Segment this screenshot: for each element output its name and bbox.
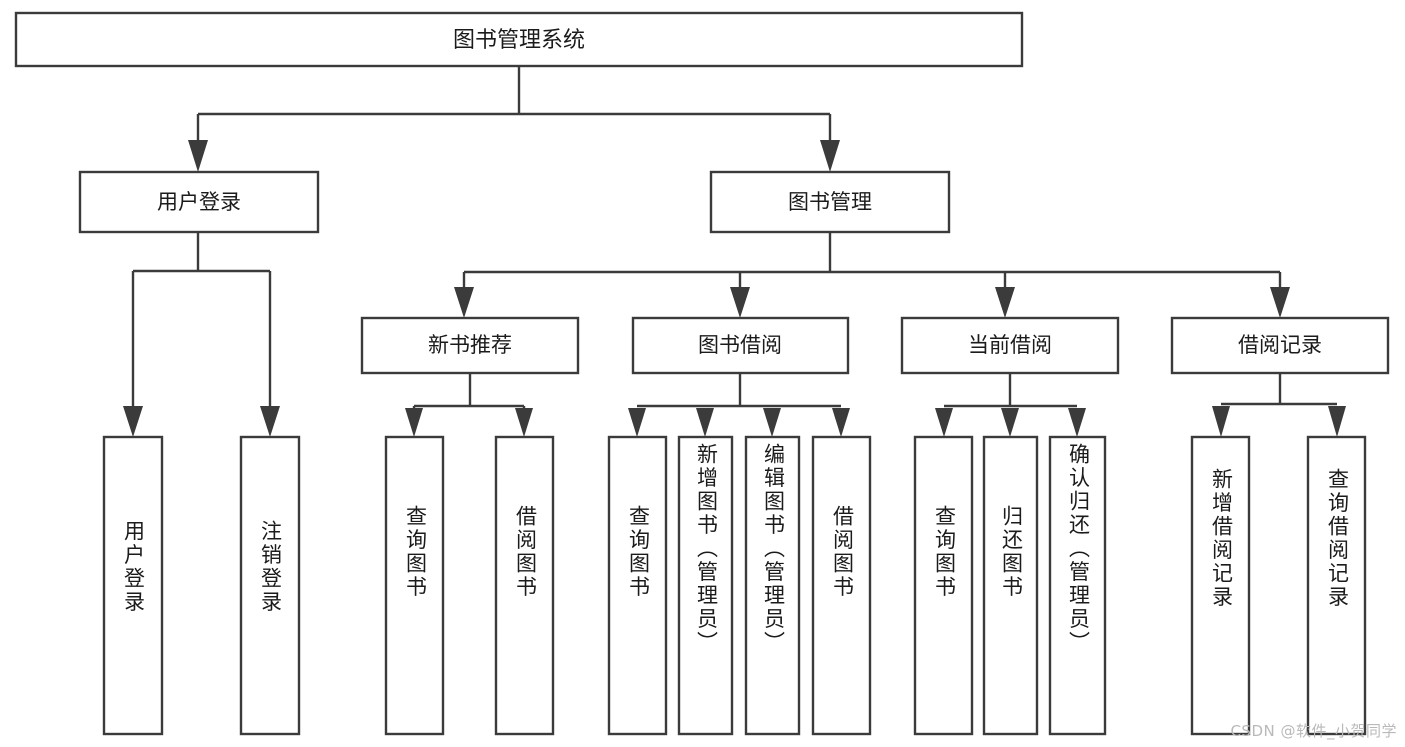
leaf-group-current-borrow (913, 435, 1107, 736)
node-user-login[interactable]: 用户登录 (78, 170, 320, 234)
leaf-box-current-borrow-2[interactable] (982, 435, 1039, 736)
node-current-borrow-label: 当前借阅 (968, 333, 1052, 357)
arrow-head-leaf-user-login-2 (260, 406, 280, 437)
leaf-box-book-borrow-1[interactable] (607, 435, 668, 736)
connector-group (123, 66, 1346, 437)
node-user-login-box[interactable] (78, 170, 320, 234)
node-current-borrow-box[interactable] (900, 316, 1120, 375)
arrow-head-book-mgmt (820, 140, 840, 172)
arrow-head-leaf-newbook-2 (515, 408, 533, 437)
leaf-box-new-book-2[interactable] (494, 435, 555, 736)
node-current-borrow[interactable]: 当前借阅 (900, 316, 1120, 375)
leaf-box-current-borrow-1[interactable] (913, 435, 974, 736)
arrow-head-leaf-currentborrow-1 (935, 408, 953, 437)
node-book-management-box[interactable] (709, 170, 951, 234)
leaf-box-borrow-records-2[interactable] (1306, 435, 1367, 736)
node-root-label: 图书管理系统 (453, 28, 585, 53)
arrow-head-book-borrow (730, 287, 750, 318)
node-new-book-recommend-label: 新书推荐 (428, 333, 512, 357)
leaf-box-borrow-records-1[interactable] (1190, 435, 1251, 736)
node-borrow-records[interactable]: 借阅记录 (1170, 316, 1390, 375)
node-borrow-records-box[interactable] (1170, 316, 1390, 375)
leaf-box-book-borrow-3[interactable] (744, 435, 801, 736)
arrow-head-leaf-bookborrow-3 (763, 408, 781, 437)
node-root[interactable]: 图书管理系统 (14, 11, 1024, 68)
node-book-management-label: 图书管理 (788, 190, 872, 214)
arrow-head-leaf-bookborrow-4 (832, 408, 850, 437)
arrow-head-borrow-records (1270, 287, 1290, 318)
arrow-head-leaf-newbook-1 (405, 408, 423, 437)
leaf-box-current-borrow-3[interactable] (1048, 435, 1107, 736)
leaf-group-new-book-recommend (384, 435, 555, 736)
node-new-book-recommend-box[interactable] (360, 316, 580, 375)
leaf-box-new-book-1[interactable] (384, 435, 445, 736)
leaf-box-book-borrow-2[interactable] (677, 435, 734, 736)
arrow-head-leaf-bookborrow-2 (696, 408, 714, 437)
leaf-group-book-borrow (607, 435, 872, 736)
arrow-head-new-book (454, 287, 474, 318)
leaf-group-borrow-records (1190, 435, 1367, 736)
leaf-box-book-borrow-4[interactable] (811, 435, 872, 736)
node-book-borrow[interactable]: 图书借阅 (631, 316, 850, 375)
leaf-box-user-login-2[interactable] (239, 435, 301, 736)
arrow-head-current-borrow (995, 287, 1015, 318)
node-user-login-label: 用户登录 (157, 190, 241, 214)
arrow-head-leaf-currentborrow-2 (1001, 408, 1019, 437)
node-new-book-recommend[interactable]: 新书推荐 (360, 316, 580, 375)
node-borrow-records-label: 借阅记录 (1238, 333, 1322, 357)
arrow-head-user-login (188, 140, 208, 172)
arrow-head-leaf-borrowrecords-2 (1328, 406, 1346, 437)
leaf-group-user-login (102, 435, 301, 736)
arrow-head-leaf-bookborrow-1 (628, 408, 646, 437)
node-book-borrow-label: 图书借阅 (698, 333, 782, 357)
node-book-management[interactable]: 图书管理 (709, 170, 951, 234)
leaf-box-user-login-1[interactable] (102, 435, 164, 736)
node-root-box[interactable] (14, 11, 1024, 68)
csdn-watermark: CSDN @软件_小贺同学 (1230, 722, 1397, 740)
arrow-head-leaf-borrowrecords-1 (1212, 406, 1230, 437)
arrow-head-leaf-currentborrow-3 (1068, 408, 1086, 437)
arrow-head-leaf-user-login-1 (123, 406, 143, 437)
node-book-borrow-box[interactable] (631, 316, 850, 375)
